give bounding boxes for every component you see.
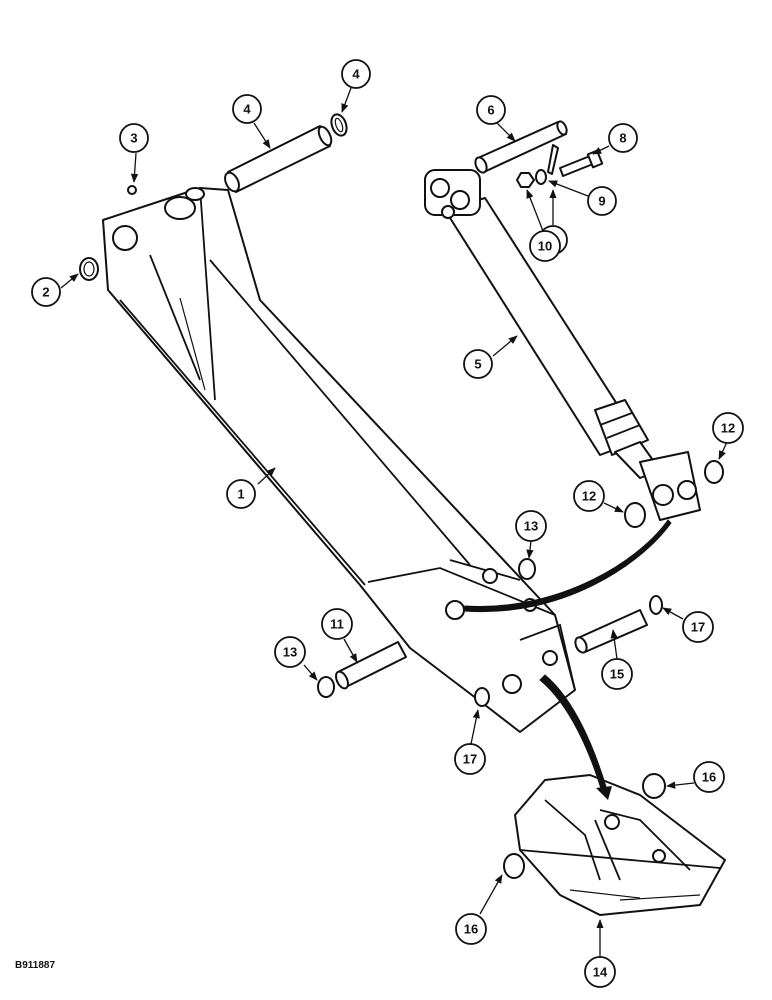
callout-4-left: 2	[31, 277, 61, 307]
svg-text:10: 10	[538, 239, 552, 254]
svg-text:4: 4	[243, 102, 251, 117]
hydraulic-cylinder	[424, 169, 701, 521]
callout-8: 8	[608, 123, 638, 153]
svg-text:5: 5	[474, 357, 481, 372]
svg-text:16: 16	[464, 922, 478, 937]
svg-text:6: 6	[487, 103, 494, 118]
svg-text:11: 11	[330, 617, 344, 632]
callout-11: 11	[321, 608, 353, 640]
callout-5: 5	[463, 349, 493, 379]
washer-12-a	[624, 502, 646, 528]
svg-text:12: 12	[582, 489, 596, 504]
pin-6	[474, 120, 568, 174]
callout-3: 4	[232, 94, 262, 124]
callout-13-upper: 13	[515, 510, 547, 542]
snap-ring-4-top	[330, 113, 348, 137]
svg-text:4: 4	[352, 67, 360, 82]
washer-17-b	[474, 687, 490, 707]
svg-text:16: 16	[702, 770, 716, 785]
washer-13-b	[317, 676, 335, 698]
bucket-bracket	[514, 774, 726, 916]
washer-17-a	[649, 595, 663, 615]
callout-12-right: 12	[712, 412, 744, 444]
retainer-7	[547, 144, 559, 175]
washer-9	[535, 169, 547, 185]
callout-6: 6	[476, 95, 506, 125]
nut-10	[516, 172, 535, 188]
callout-12-left: 12	[573, 480, 605, 512]
pin-15	[574, 609, 648, 654]
callout-15: 15	[601, 658, 633, 690]
svg-text:2: 2	[42, 285, 49, 300]
svg-text:15: 15	[610, 667, 624, 682]
grease-fitting-2	[127, 185, 137, 195]
assembly-arrow-cylinder	[464, 519, 672, 613]
callout-13-lower: 13	[274, 636, 306, 668]
svg-text:13: 13	[283, 645, 297, 660]
callout-1: 1	[226, 479, 256, 509]
svg-text:9: 9	[598, 194, 605, 209]
washer-13-a	[518, 558, 536, 580]
leader-lines	[60, 87, 728, 958]
callout-14: 14	[584, 956, 616, 988]
svg-text:17: 17	[691, 620, 705, 635]
callout-16-left: 16	[455, 913, 487, 945]
washer-16-b	[503, 853, 525, 879]
svg-text:3: 3	[130, 131, 137, 146]
svg-text:13: 13	[524, 519, 538, 534]
callout-17-lower: 17	[454, 743, 486, 775]
pin-11	[335, 641, 407, 690]
callout-10: 10	[529, 230, 561, 262]
svg-text:8: 8	[619, 131, 626, 146]
svg-text:17: 17	[463, 752, 477, 767]
callout-2: 3	[119, 123, 149, 153]
boom-arm	[102, 187, 576, 733]
bolt-8	[559, 149, 604, 177]
assembly-arrowhead	[596, 786, 612, 800]
callout-17-right: 17	[682, 611, 714, 643]
svg-text:1: 1	[237, 487, 244, 502]
washer-16-a	[642, 773, 666, 799]
svg-text:12: 12	[721, 421, 735, 436]
figure-id-label: B911887	[15, 960, 56, 971]
snap-ring-4-left	[79, 257, 99, 281]
svg-text:14: 14	[593, 965, 608, 980]
callout-9: 9	[587, 186, 617, 216]
washer-12-b	[704, 460, 724, 484]
callout-4-top: 4	[341, 59, 371, 89]
callout-16-right: 16	[693, 761, 725, 793]
pin-3	[224, 125, 333, 193]
